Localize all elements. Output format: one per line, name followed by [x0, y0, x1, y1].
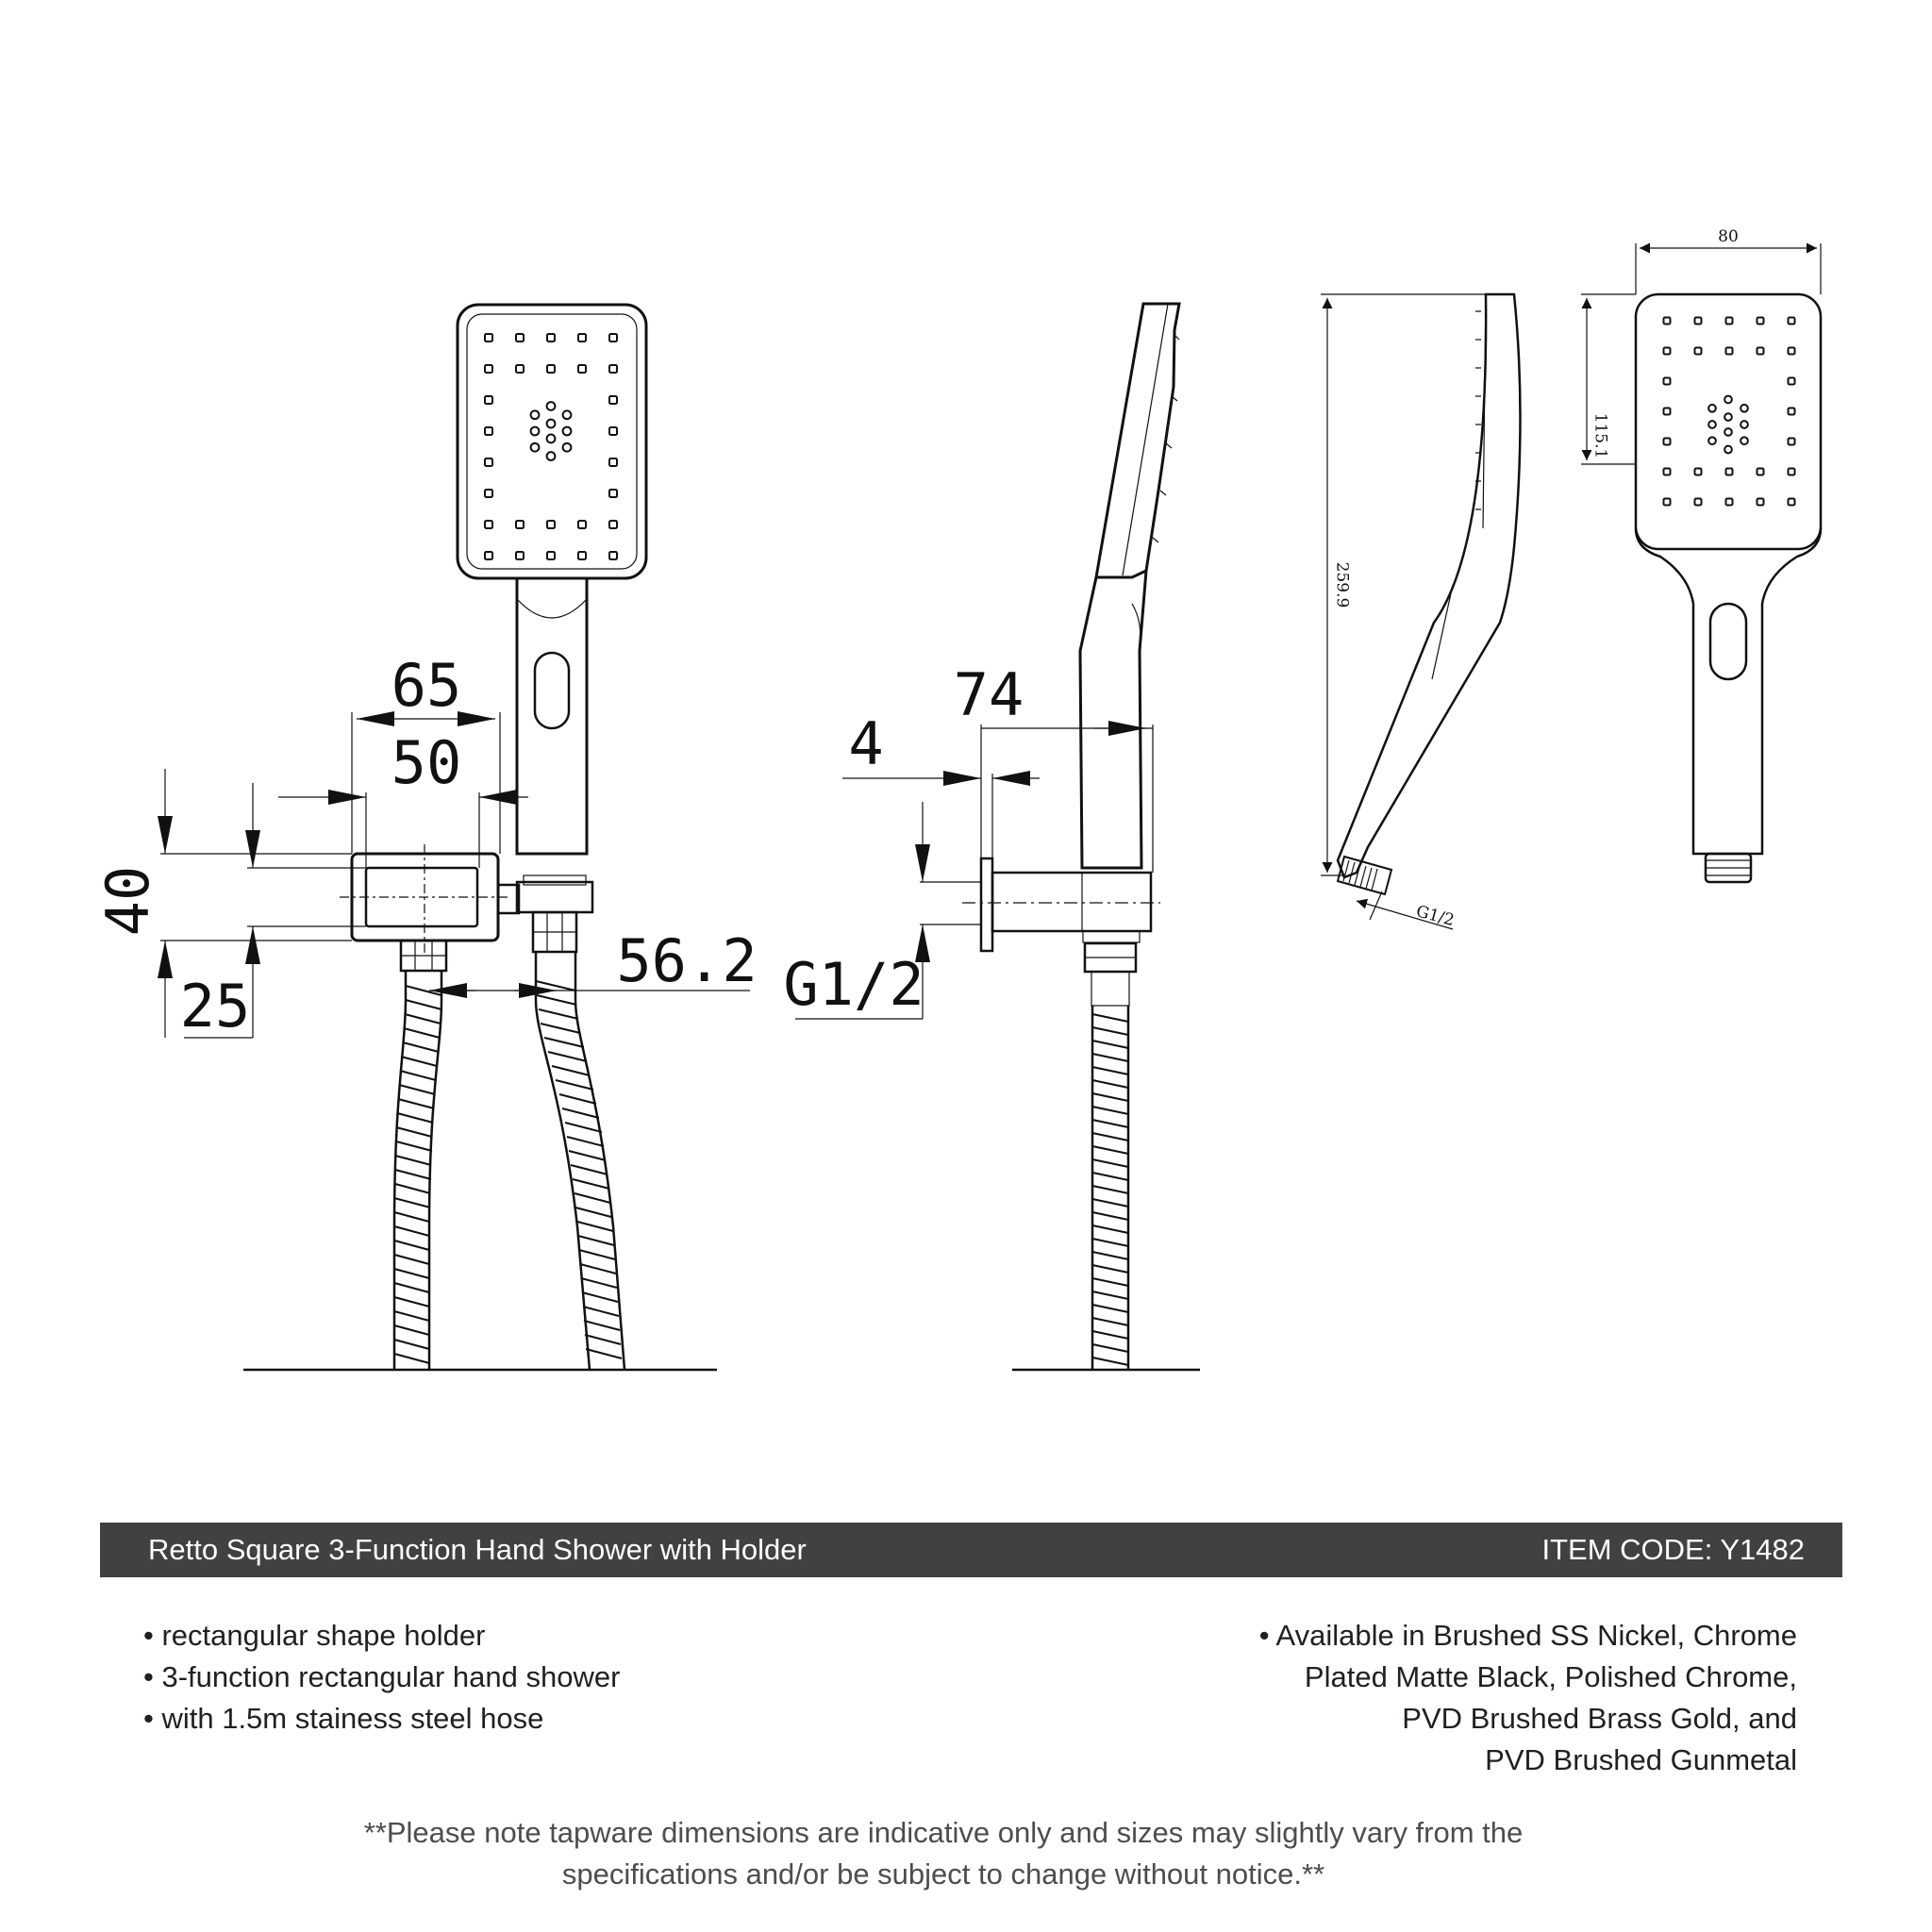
side-view-hose [1091, 1006, 1130, 1370]
front-view-shower-head [456, 303, 648, 580]
finishes-list: • Available in Brushed SS Nickel, Chrome… [1259, 1615, 1797, 1781]
dim-50-label: 50 [391, 728, 462, 797]
product-title: Retto Square 3-Function Hand Shower with… [148, 1533, 807, 1566]
head-front-view-spray-holes [1662, 316, 1796, 507]
feature-item: • with 1.5m stainess steel hose [143, 1702, 544, 1735]
front-view-hose-right [534, 952, 626, 1371]
finish-item: PVD Brushed Gunmetal [1485, 1743, 1797, 1776]
side-view-handle [1078, 570, 1148, 870]
head-side-view-body [1336, 292, 1522, 879]
dim-65-label: 65 [391, 651, 462, 720]
side-view-shower-head [1094, 302, 1181, 579]
front-view: 65 50 40 25 56.2 [93, 303, 758, 1372]
dim-56-2-label: 56.2 [616, 926, 757, 995]
item-code: ITEM CODE: Y1482 [1541, 1533, 1805, 1566]
features-left-list: • rectangular shape holder • 3-function … [143, 1615, 620, 1740]
side-view-wall-plate [979, 857, 994, 953]
head-front-view: 80 115.1 [1581, 227, 1823, 884]
product-title-bar: Retto Square 3-Function Hand Shower with… [100, 1523, 1842, 1577]
feature-item: • rectangular shape holder [143, 1619, 486, 1652]
head-side-view: 259.9 G1/2 [1321, 292, 1522, 930]
side-view-holder-body [991, 871, 1153, 933]
dim-259-9-label: 259.9 [1333, 562, 1352, 608]
finish-item: • Available in Brushed SS Nickel, Chrome [1258, 1619, 1797, 1652]
disclaimer-line-1: **Please note tapware dimensions are ind… [363, 1816, 1524, 1849]
dim-40-label: 40 [93, 866, 162, 937]
head-front-view-button [1708, 602, 1748, 681]
front-view-handle [515, 578, 589, 856]
finish-item: Plated Matte Black, Polished Chrome, [1304, 1660, 1797, 1693]
dim-115-1-label: 115.1 [1591, 413, 1610, 459]
front-view-hose-left [392, 971, 443, 1370]
front-view-button [533, 651, 571, 730]
side-view: 74 4 G1/2 [783, 302, 1200, 1372]
disclaimer-note: **Please note tapware dimensions are ind… [189, 1812, 1698, 1895]
dim-g12-head-label: G1/2 [1414, 902, 1457, 930]
dim-g12-side-label: G1/2 [783, 950, 924, 1019]
dim-4-label: 4 [848, 709, 883, 778]
front-view-spray-holes [484, 333, 618, 560]
finish-item: PVD Brushed Brass Gold, and [1402, 1702, 1797, 1735]
disclaimer-line-2: specifications and/or be subject to chan… [561, 1857, 1325, 1890]
head-front-view-face [1634, 292, 1823, 551]
dim-74-label: 74 [954, 660, 1024, 729]
dim-80-label: 80 [1718, 227, 1739, 246]
dim-25-label: 25 [180, 972, 251, 1041]
feature-item: • 3-function rectangular hand shower [143, 1660, 621, 1693]
head-front-view-handle [1634, 527, 1823, 856]
